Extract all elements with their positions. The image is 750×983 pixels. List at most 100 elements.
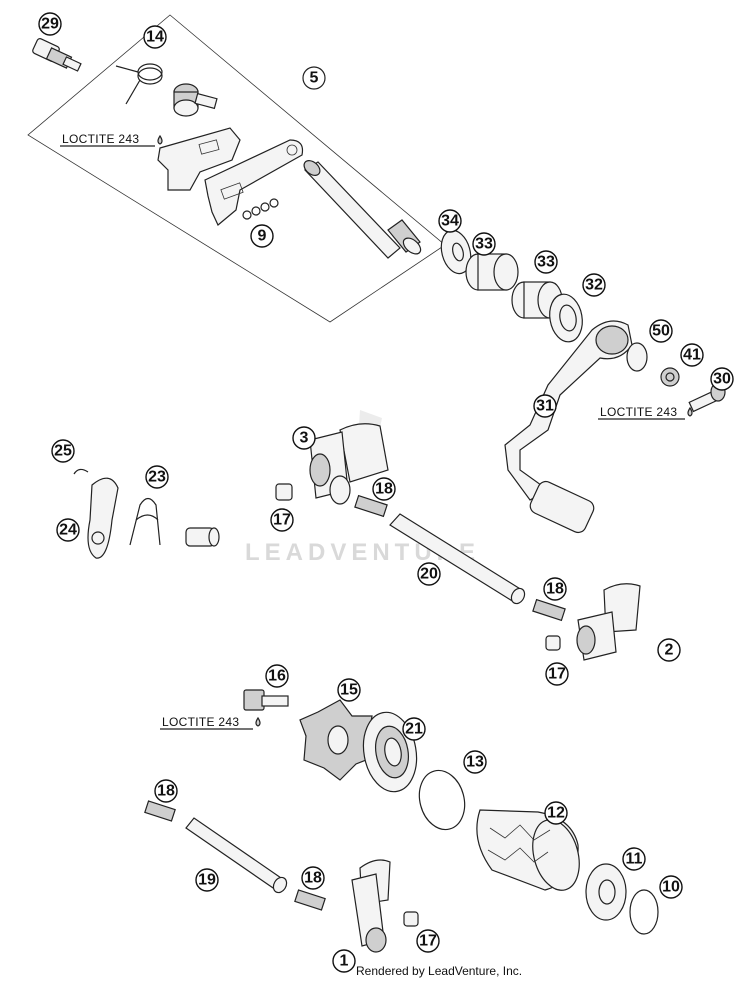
- callout-number: 41: [683, 347, 701, 364]
- callout-number: 21: [405, 721, 423, 738]
- part-50-washer: [626, 342, 648, 372]
- part-33-bearing-a: [465, 253, 519, 291]
- part-13-ring: [418, 769, 466, 831]
- callout-circle: [534, 250, 558, 274]
- part-18-spring-a: [354, 494, 388, 518]
- part-2-shift-fork: [576, 583, 641, 661]
- callout-c18b: 18: [543, 577, 567, 601]
- callout-number: 14: [146, 29, 164, 46]
- callout-c24: 24: [56, 518, 80, 542]
- callout-c16: 16: [265, 664, 289, 688]
- part-12-shift-drum: [476, 809, 580, 891]
- callout-circle: [56, 518, 80, 542]
- callout-circle: [38, 12, 62, 36]
- callout-number: 17: [548, 666, 566, 683]
- callout-c25: 25: [51, 439, 75, 463]
- callout-number: 31: [536, 398, 554, 415]
- callout-c18a: 18: [372, 477, 396, 501]
- part-29-fitting: [32, 38, 82, 72]
- part-1-shift-fork: [351, 859, 391, 953]
- part-9-washers: [242, 198, 279, 220]
- loctite-note-text: LOCTITE 243: [162, 715, 239, 729]
- callout-c13: 13: [463, 750, 487, 774]
- callout-c14: 14: [143, 25, 167, 49]
- part-17-guide-a: [275, 483, 293, 501]
- callout-number: 24: [59, 522, 77, 539]
- part-18-spring-c: [144, 800, 176, 822]
- callout-circle: [250, 224, 274, 248]
- callout-circle: [337, 678, 361, 702]
- callout-circle: [533, 394, 557, 418]
- part-11-bearing: [585, 863, 627, 921]
- callout-number: 50: [652, 323, 670, 340]
- callout-number: 2: [665, 642, 674, 659]
- loctite-note: LOCTITE 243: [160, 715, 253, 730]
- part-5-shaft: [303, 160, 422, 259]
- callout-c18d: 18: [301, 866, 325, 890]
- part-15-star-wheel: [299, 699, 377, 781]
- callout-c32: 32: [582, 273, 606, 297]
- callouts: 2914934333332504130313252324181720182171…: [38, 12, 734, 973]
- part-pin-small: [185, 527, 220, 547]
- callout-c17a: 17: [270, 508, 294, 532]
- callout-number: 16: [268, 668, 286, 685]
- callout-circle: [372, 477, 396, 501]
- assembly-label-text: 5: [310, 70, 319, 87]
- part-16-bolt: [243, 689, 289, 711]
- callout-c21: 21: [402, 717, 426, 741]
- callout-circle: [649, 319, 673, 343]
- callout-circle: [332, 949, 356, 973]
- callout-number: 15: [340, 682, 358, 699]
- part-5-shift-arm: [204, 139, 304, 226]
- callout-circle: [292, 426, 316, 450]
- callout-c19: 19: [195, 868, 219, 892]
- callout-number: 1: [340, 953, 349, 970]
- callout-c23: 23: [145, 465, 169, 489]
- part-17-guide-b: [545, 635, 561, 651]
- part-23-spring: [129, 497, 161, 546]
- callout-c11: 11: [622, 847, 646, 871]
- part-18-spring-d: [294, 889, 326, 911]
- callout-c41: 41: [680, 343, 704, 367]
- part-31-shift-lever: [504, 320, 633, 534]
- assembly-label: 5: [302, 66, 326, 90]
- callout-c50: 50: [649, 319, 673, 343]
- part-10-washer: [629, 889, 659, 935]
- assembly-outline: [27, 14, 446, 323]
- callout-number: 18: [157, 783, 175, 800]
- callout-circle: [195, 868, 219, 892]
- callout-circle: [472, 232, 496, 256]
- part-17-guide-c: [403, 911, 419, 927]
- callout-circle: [463, 750, 487, 774]
- callout-c3: 3: [292, 426, 316, 450]
- callout-circle: [51, 439, 75, 463]
- callout-circle: [265, 664, 289, 688]
- callout-number: 30: [713, 371, 731, 388]
- loctite-note-text: LOCTITE 243: [600, 405, 677, 419]
- callout-number: 20: [420, 566, 438, 583]
- callout-circle: [657, 638, 681, 662]
- callout-circle: [544, 801, 568, 825]
- callout-c18c: 18: [154, 779, 178, 803]
- callout-circle: [438, 209, 462, 233]
- callout-c12: 12: [544, 801, 568, 825]
- callout-number: 18: [304, 870, 322, 887]
- callout-number: 11: [626, 851, 643, 868]
- part-32-seal: [549, 293, 583, 343]
- callout-c15: 15: [337, 678, 361, 702]
- callout-circle: [417, 562, 441, 586]
- loctite-note-text: LOCTITE 243: [62, 132, 139, 146]
- callout-number: 34: [441, 213, 459, 230]
- callout-circle: [545, 662, 569, 686]
- callout-circle: [543, 577, 567, 601]
- callout-c1: 1: [332, 949, 356, 973]
- part-14-spring: [115, 63, 163, 105]
- callout-number: 13: [466, 754, 484, 771]
- callout-circle: [710, 367, 734, 391]
- callout-circle: [582, 273, 606, 297]
- part-20-shaft: [389, 513, 526, 605]
- callout-circle: [145, 465, 169, 489]
- callout-number: 18: [375, 481, 393, 498]
- callout-c34: 34: [438, 209, 462, 233]
